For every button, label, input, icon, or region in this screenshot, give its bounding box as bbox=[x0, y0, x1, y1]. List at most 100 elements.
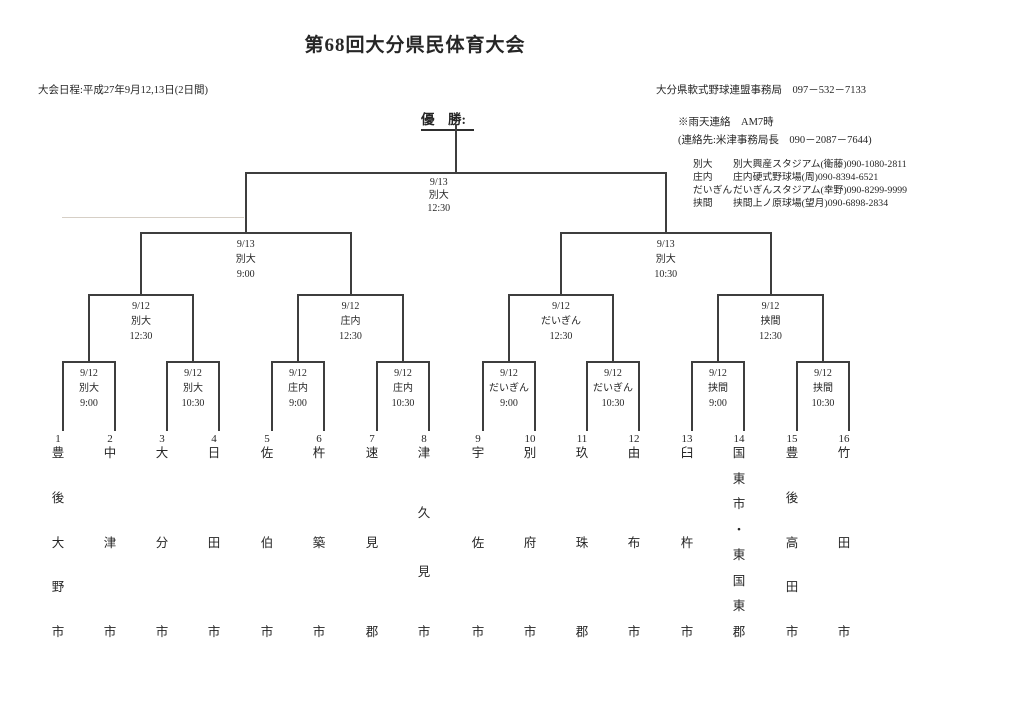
match-venue: 挟間 bbox=[760, 316, 781, 327]
bracket-line bbox=[586, 361, 588, 431]
team-name-char: 杵 bbox=[312, 446, 326, 460]
team-seed: 10 bbox=[524, 433, 536, 445]
match-venue: 庄内 bbox=[288, 383, 308, 394]
team-name-char: 見 bbox=[365, 535, 379, 550]
match-venue: 別大 bbox=[428, 190, 449, 201]
bracket-line bbox=[62, 361, 64, 431]
team-name-char: 後 bbox=[51, 490, 65, 505]
team-name: 杵築市 bbox=[313, 447, 326, 639]
bracket-line bbox=[454, 124, 457, 174]
team-name-char: 見 bbox=[417, 565, 431, 580]
team-seed: 2 bbox=[107, 433, 113, 445]
team-name: 宇佐市 bbox=[472, 447, 485, 639]
match-time: 10:30 bbox=[811, 398, 835, 409]
team-name-char: 築 bbox=[312, 535, 326, 550]
match-time: 10:30 bbox=[391, 398, 415, 409]
rain-contact-text: (連絡先:米津事務局長 090－2087－7644) bbox=[678, 135, 872, 146]
venue-detail: 挟間上ノ原球場(望月)090-6898-2834 bbox=[733, 198, 889, 209]
match-date: 9/12 bbox=[552, 301, 570, 312]
team-column: 8 津久見市 bbox=[409, 431, 439, 639]
team-seed: 16 bbox=[838, 433, 850, 445]
team-name-char: 東 bbox=[732, 599, 746, 614]
venue-row: 庄内 庄内硬式野球場(周)090-8394-6521 bbox=[693, 171, 907, 184]
match-date: 9/12 bbox=[80, 368, 98, 379]
bracket-line bbox=[88, 294, 90, 363]
team-seed: 7 bbox=[369, 433, 375, 445]
match-venue: だいぎん bbox=[593, 383, 633, 394]
team-name-char: 豊 bbox=[51, 446, 65, 460]
bracket-line bbox=[534, 361, 536, 431]
team-name-char: 津 bbox=[103, 535, 117, 550]
team-name-char: 市 bbox=[732, 497, 746, 512]
team-name: 由布市 bbox=[628, 447, 641, 639]
team-name-char: 速 bbox=[365, 446, 379, 460]
match-date: 9/12 bbox=[500, 368, 518, 379]
bracket-line bbox=[192, 294, 194, 363]
match-venue: 別大 bbox=[235, 254, 256, 265]
team-name: 大分市 bbox=[156, 447, 169, 639]
match-venue: 庄内 bbox=[393, 383, 413, 394]
team-name-char: 市 bbox=[680, 625, 694, 639]
team-name: 豊後大野市 bbox=[52, 447, 65, 639]
match-time: 10:30 bbox=[601, 398, 625, 409]
venue-row: 別大 別大興産スタジアム(衛藤)090-1080-2811 bbox=[693, 158, 907, 171]
venue-row: 挟間 挟間上ノ原球場(望月)090-6898-2834 bbox=[693, 197, 907, 210]
match-date: 9/12 bbox=[132, 301, 150, 312]
match-time: 9:00 bbox=[709, 398, 727, 409]
venue-name: 挟間 bbox=[693, 198, 713, 209]
team-name: 日田市 bbox=[208, 447, 221, 639]
team-name-char: 国 bbox=[732, 573, 746, 588]
match-time: 12:30 bbox=[339, 331, 362, 342]
bracket-line bbox=[114, 361, 116, 431]
match-time: 12:30 bbox=[759, 331, 782, 342]
team-name-char: 郡 bbox=[365, 625, 379, 639]
bracket-line bbox=[612, 294, 614, 363]
team-name-char: 日 bbox=[207, 446, 221, 460]
bracket-line bbox=[691, 361, 693, 431]
venue-detail: だいぎんスタジアム(幸野)090-8299-9999 bbox=[733, 185, 908, 196]
match-venue: だいぎん bbox=[541, 316, 581, 327]
team-name: 国東市・東国東郡 bbox=[733, 447, 746, 639]
match-time: 10:30 bbox=[654, 269, 678, 280]
match-venue: 別大 bbox=[131, 316, 151, 327]
team-name-char: 東 bbox=[732, 471, 746, 486]
team-seed: 3 bbox=[159, 433, 165, 445]
team-seed: 13 bbox=[681, 433, 693, 445]
team-seed: 9 bbox=[475, 433, 481, 445]
team-seed: 1 bbox=[55, 433, 61, 445]
team-name-char: ・ bbox=[732, 522, 746, 537]
match-venue: 庄内 bbox=[340, 316, 361, 327]
match-date: 9/13 bbox=[429, 177, 448, 188]
team-name-char: 分 bbox=[155, 535, 169, 550]
venue-name: 庄内 bbox=[693, 172, 713, 183]
bracket-line bbox=[297, 294, 299, 363]
team-column: 16 竹田市 bbox=[829, 431, 859, 639]
team-name-char: 国 bbox=[732, 446, 746, 460]
venue-list: 別大 別大興産スタジアム(衛藤)090-1080-2811 庄内 庄内硬式野球場… bbox=[693, 158, 907, 210]
venue-detail: 別大興産スタジアム(衛藤)090-1080-2811 bbox=[733, 159, 907, 170]
team-seed: 14 bbox=[733, 433, 745, 445]
team-name: 津久見市 bbox=[418, 447, 431, 639]
team-seed: 15 bbox=[786, 433, 798, 445]
team-name: 竹田市 bbox=[838, 447, 851, 639]
bracket-line bbox=[62, 217, 244, 218]
team-name-char: 珠 bbox=[575, 535, 589, 550]
bracket-line bbox=[848, 361, 850, 431]
bracket-line bbox=[376, 361, 378, 431]
team-seed: 8 bbox=[421, 433, 427, 445]
team-name-char: 大 bbox=[155, 446, 169, 460]
bracket-line bbox=[140, 232, 142, 296]
team-name-char: 田 bbox=[837, 535, 851, 550]
venue-detail: 庄内硬式野球場(周)090-8394-6521 bbox=[733, 172, 879, 183]
bracket-line bbox=[664, 172, 667, 234]
team-seed: 12 bbox=[628, 433, 640, 445]
match-time: 12:30 bbox=[549, 331, 573, 342]
bracket-line bbox=[323, 361, 325, 431]
